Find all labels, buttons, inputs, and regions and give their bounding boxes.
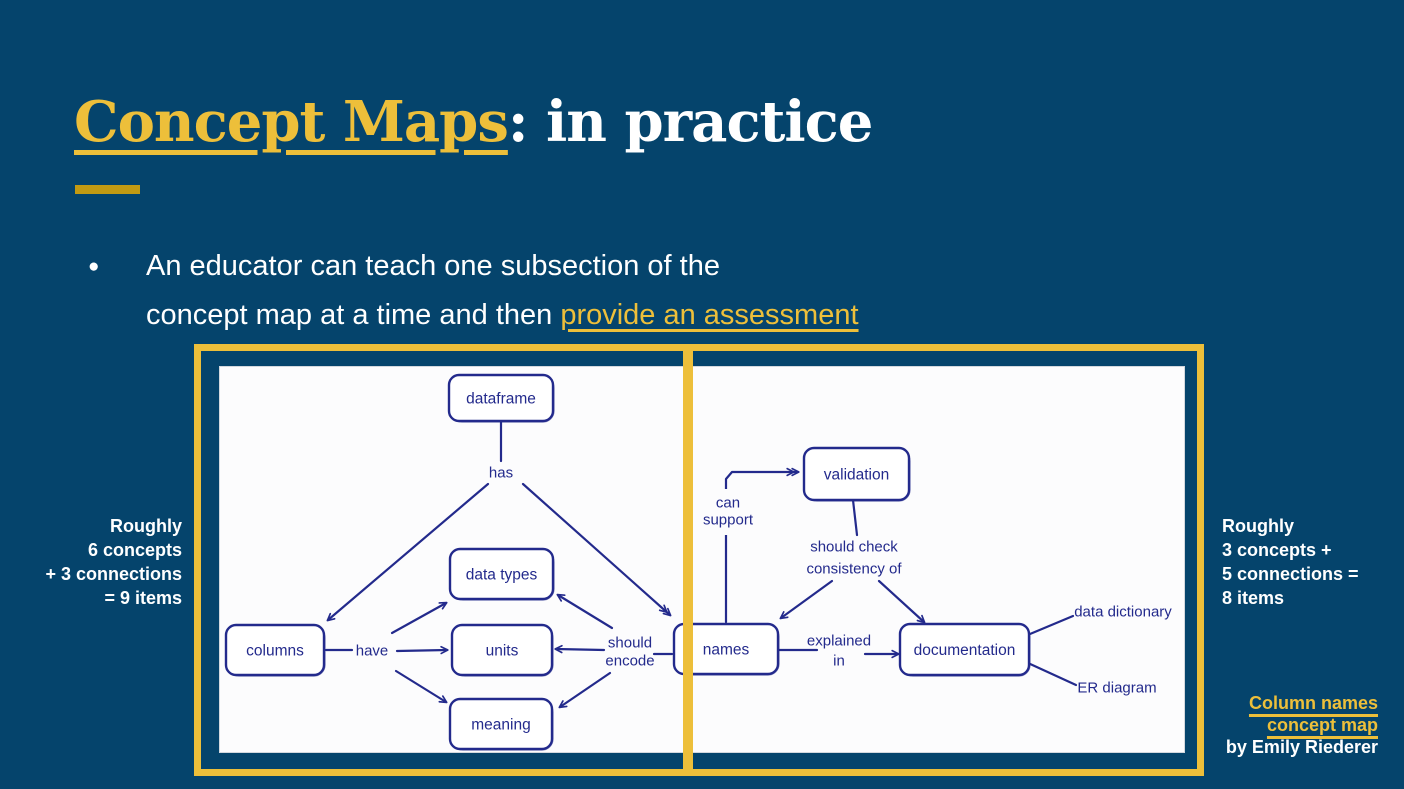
- right-item-count: Roughly 3 concepts + 5 connections = 8 i…: [1222, 514, 1397, 610]
- node-label: validation: [824, 467, 890, 484]
- node-label: documentation: [914, 642, 1016, 659]
- diagram-label: data dictionary: [1074, 604, 1172, 621]
- diagram-edge: [326, 482, 490, 622]
- node-label: names: [703, 642, 750, 659]
- diagram-label: has: [489, 465, 513, 482]
- node-documentation: documentation: [898, 622, 1031, 677]
- node-label: meaning: [471, 717, 530, 734]
- diagram-edge: [556, 593, 614, 630]
- node-data-types: data types: [448, 547, 555, 601]
- diagram-edge: [558, 671, 612, 709]
- diagram-edge: [390, 601, 448, 635]
- left-stat-line-3: + 3 connections: [45, 564, 182, 584]
- diagram-edge: [779, 579, 834, 620]
- page-title: Concept Maps: in practice: [74, 89, 874, 155]
- left-stat-line-2: 6 concepts: [87, 540, 182, 560]
- diagram-label: can: [716, 495, 740, 512]
- diagram-edge: [394, 669, 448, 704]
- right-stat-line-4: 8 items: [1222, 588, 1285, 608]
- diagram-label: have: [356, 643, 389, 660]
- diagram-label: explained: [807, 633, 871, 650]
- diagram-edge: [554, 644, 606, 654]
- diagram-label: encode: [605, 653, 654, 670]
- left-stat-line-4: = 9 items: [104, 588, 182, 608]
- node-units: units: [450, 623, 554, 677]
- attribution: Column names concept map by Emily Rieder…: [1226, 692, 1378, 758]
- node-label: columns: [246, 643, 304, 660]
- diagram-edge: [395, 645, 449, 655]
- right-stat-line-2: 3 concepts +: [1222, 540, 1332, 560]
- diagram-edge: [521, 482, 672, 617]
- diagram-label: should: [608, 635, 652, 652]
- left-item-count: Roughly 6 concepts + 3 connections = 9 i…: [0, 514, 182, 610]
- diagram-edge: [1028, 614, 1075, 636]
- title-dash: [75, 185, 140, 194]
- node-names: names: [672, 622, 780, 676]
- node-label: dataframe: [466, 391, 536, 408]
- right-stat-line-3: 5 connections =: [1222, 564, 1359, 584]
- bullet-line-2: concept map at a time and then provide a…: [146, 291, 859, 340]
- diagram-edge: [724, 467, 800, 624]
- attribution-byline: by Emily Riederer: [1225, 737, 1378, 757]
- bullet-text: An educator can teach one subsection of …: [146, 242, 859, 340]
- title-rest-text: : in practice: [507, 89, 874, 155]
- column-names-link-line-1[interactable]: Column names: [1248, 693, 1378, 713]
- diagram-edge: [851, 498, 859, 537]
- bullet-line-1: An educator can teach one subsection of …: [146, 250, 720, 282]
- left-stat-line-1: Roughly: [110, 516, 182, 536]
- diagram-label: consistency of: [806, 561, 902, 578]
- column-names-link-line-2[interactable]: concept map: [1266, 715, 1378, 735]
- node-meaning: meaning: [448, 697, 554, 751]
- node-label: units: [486, 643, 519, 660]
- diagram-label: support: [703, 512, 754, 529]
- frame-divider: [683, 344, 693, 776]
- bullet-item: ● An educator can teach one subsection o…: [88, 242, 859, 340]
- diagram-label: ER diagram: [1077, 680, 1156, 697]
- provide-assessment-link[interactable]: provide an assessment: [560, 299, 859, 331]
- diagram-label: should check: [810, 539, 898, 556]
- right-stat-line-1: Roughly: [1222, 516, 1294, 536]
- diagram-label: in: [833, 653, 845, 670]
- node-columns: columns: [224, 623, 326, 677]
- node-validation: validation: [802, 446, 911, 502]
- node-label: data types: [466, 567, 538, 584]
- diagram-edge: [877, 579, 926, 624]
- diagram-edge: [1026, 661, 1078, 687]
- bullet-marker-icon: ●: [88, 256, 100, 277]
- concept-maps-link[interactable]: Concept Maps: [74, 89, 509, 155]
- node-dataframe: dataframe: [447, 373, 555, 423]
- bullet-line-2-text: concept map at a time and then: [146, 299, 561, 331]
